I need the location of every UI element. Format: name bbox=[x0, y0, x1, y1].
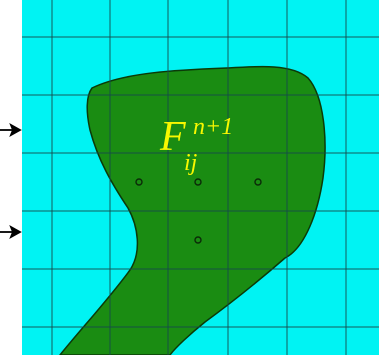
cell-center-marker bbox=[135, 178, 143, 186]
volume-fraction-label: F n+1 ij bbox=[159, 114, 233, 176]
flow-arrow-lower bbox=[0, 224, 22, 240]
label-superscript: n+1 bbox=[193, 114, 233, 140]
cell-markers bbox=[135, 178, 262, 244]
label-symbol: F bbox=[159, 114, 186, 160]
arrowhead-icon bbox=[9, 224, 22, 240]
cell-center-marker bbox=[254, 178, 262, 186]
flow-arrow-upper bbox=[0, 122, 22, 138]
grid-lines bbox=[22, 0, 379, 355]
cell-center-marker bbox=[194, 178, 202, 186]
label-subscript: ij bbox=[184, 150, 198, 176]
arrowhead-icon bbox=[9, 122, 22, 138]
flow-arrows bbox=[0, 122, 22, 240]
cell-center-marker bbox=[194, 236, 202, 244]
